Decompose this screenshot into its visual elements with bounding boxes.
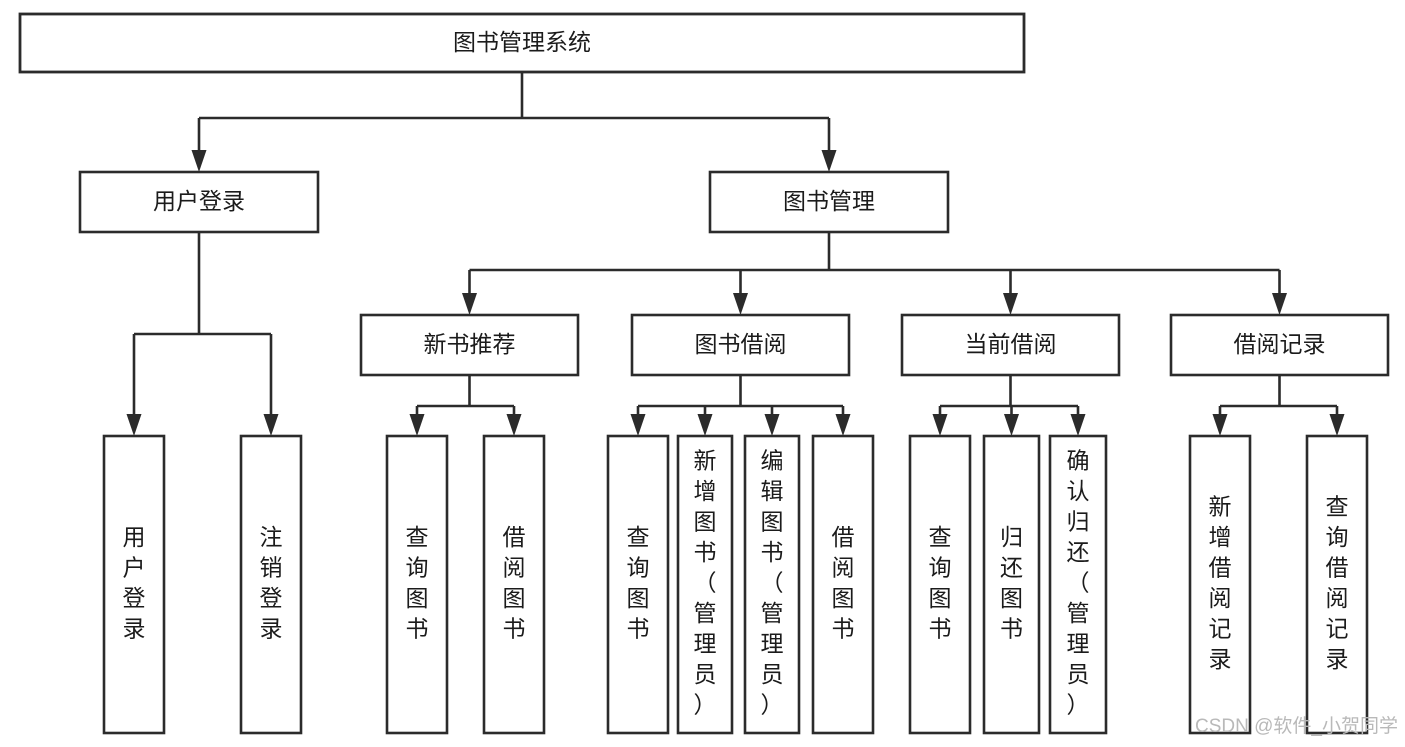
node-label: 新增图书（管理员） [694,448,717,718]
connector-group-book-borrow [630,375,851,436]
arrow-head-icon [733,293,748,315]
node-new-book-rec[interactable]: 新书推荐 [359,313,580,377]
node-leaf-borrow-book-2[interactable]: 借阅图书 [811,434,875,735]
node-box[interactable] [1048,434,1108,735]
node-box[interactable] [606,434,670,735]
watermark-text: CSDN @软件_小贺同学 [1195,715,1398,737]
node-label: 查询借阅记录 [1326,493,1349,672]
node-label: 编辑图书（管理员） [761,448,784,718]
node-box[interactable] [78,170,320,234]
node-box[interactable] [630,313,851,377]
node-leaf-borrow-book-1[interactable]: 借阅图书 [482,434,546,735]
node-box[interactable] [900,313,1121,377]
node-user-login[interactable]: 用户登录 [78,170,320,234]
node-current-borrow[interactable]: 当前借阅 [900,313,1121,377]
node-leaf-confirm-return[interactable]: 确认归还（管理员） [1048,434,1108,735]
node-label: 当前借阅 [965,331,1057,357]
arrow-head-icon [1070,414,1086,436]
node-book-manage[interactable]: 图书管理 [708,170,950,234]
arrow-head-icon [126,414,142,436]
node-label: 图书管理 [783,188,875,214]
node-leaf-user-login[interactable]: 用户登录 [102,434,166,735]
node-label: 图书借阅 [695,331,787,357]
node-box[interactable] [811,434,875,735]
node-leaf-edit-book[interactable]: 编辑图书（管理员） [743,434,801,735]
arrow-head-icon [1003,293,1018,315]
arrow-head-icon [1004,414,1019,436]
node-box[interactable] [908,434,972,735]
node-leaf-add-book[interactable]: 新增图书（管理员） [676,434,734,735]
nodes-layer: 图书管理系统用户登录图书管理新书推荐图书借阅当前借阅借阅记录用户登录注销登录查询… [18,12,1390,735]
arrow-head-icon [409,414,425,436]
node-leaf-logout[interactable]: 注销登录 [239,434,303,735]
connector-group-borrow-record [1212,375,1345,436]
node-label: 归还图书 [1000,524,1023,642]
node-leaf-return-book[interactable]: 归还图书 [982,434,1041,735]
node-box[interactable] [1305,434,1369,735]
arrow-head-icon [462,293,477,315]
node-label: 借阅记录 [1234,331,1326,357]
node-box[interactable] [1188,434,1252,735]
node-leaf-add-record[interactable]: 新增借阅记录 [1188,434,1252,735]
node-box[interactable] [239,434,303,735]
node-box[interactable] [482,434,546,735]
arrow-head-icon [932,414,948,436]
node-label: 图书管理系统 [453,29,591,55]
node-book-borrow[interactable]: 图书借阅 [630,313,851,377]
arrow-head-icon [1212,414,1228,436]
node-box[interactable] [743,434,801,735]
node-label: 查询图书 [627,524,650,642]
connector-group-current-borrow [932,375,1086,436]
node-leaf-query-book-2[interactable]: 查询图书 [606,434,670,735]
arrow-head-icon [764,414,780,436]
arrow-head-icon [835,414,851,436]
arrow-head-icon [697,414,713,436]
node-label: 用户登录 [153,188,245,214]
arrow-head-icon [263,414,279,436]
connector-group-book-manage [462,232,1287,315]
node-label: 借阅图书 [503,524,526,642]
connector-group-new-book-rec [409,375,522,436]
node-label: 查询图书 [406,524,429,642]
arrow-head-icon [630,414,646,436]
node-leaf-query-book-1[interactable]: 查询图书 [385,434,449,735]
node-box[interactable] [982,434,1041,735]
node-label: 确认归还（管理员） [1067,448,1090,718]
connectors-layer [126,72,1345,436]
node-box[interactable] [18,12,1026,74]
arrow-head-icon [1329,414,1345,436]
node-box[interactable] [385,434,449,735]
arrow-head-icon [506,414,522,436]
arrow-head-icon [1272,293,1287,315]
connector-group-root [191,72,837,172]
connector-group-user-login [126,232,279,436]
node-leaf-query-book-3[interactable]: 查询图书 [908,434,972,735]
node-label: 查询图书 [929,524,952,642]
arrow-head-icon [191,150,207,172]
node-borrow-record[interactable]: 借阅记录 [1169,313,1390,377]
node-root[interactable]: 图书管理系统 [18,12,1026,74]
node-leaf-query-record[interactable]: 查询借阅记录 [1305,434,1369,735]
node-label: 新书推荐 [424,331,516,357]
node-box[interactable] [676,434,734,735]
node-box[interactable] [708,170,950,234]
node-label: 用户登录 [123,524,146,642]
node-box[interactable] [1169,313,1390,377]
node-box[interactable] [102,434,166,735]
node-label: 注销登录 [260,524,283,642]
node-label: 新增借阅记录 [1209,493,1232,672]
node-label: 借阅图书 [832,524,855,642]
arrow-head-icon [821,150,837,172]
node-box[interactable] [359,313,580,377]
